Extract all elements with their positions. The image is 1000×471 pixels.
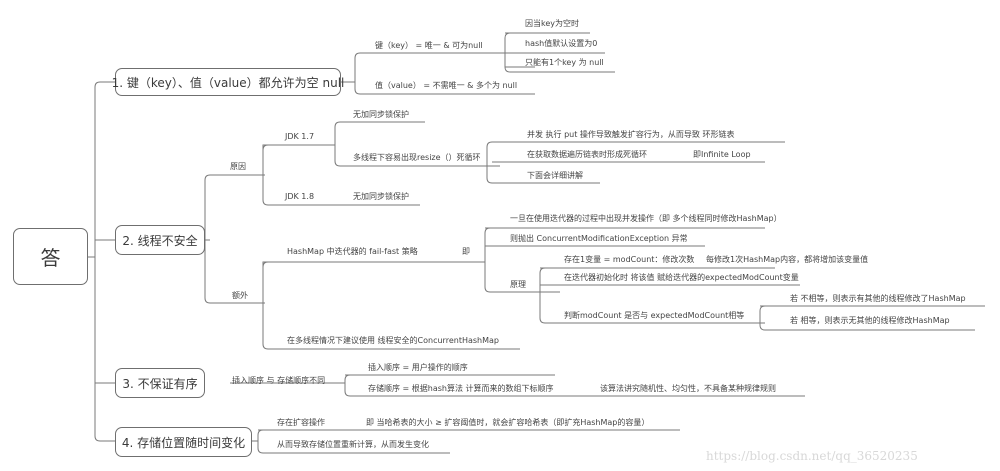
modcount-equal[interactable]: 若 相等，则表示无其他的线程修改HashMap [790,316,950,325]
branch-3-node[interactable]: 3. 不保证有序 [115,368,205,398]
principle-node[interactable]: 原理 [510,280,526,289]
root-label: 答 [40,246,61,270]
watermark: https://blog.csdn.net/qq_36520235 [706,449,918,463]
key-detail-1[interactable]: 因当key为空时 [525,19,580,28]
cause-node[interactable]: 原因 [230,162,246,171]
branch-4-label: 4. 存储位置随时间变化 [121,435,246,450]
key-detail-3[interactable]: 只能有1个key 为 null [525,58,604,67]
branch-1-node[interactable]: 1. 键（key）、值（value）都允许为空 null [112,68,344,96]
branch-2-label: 2. 线程不安全 [122,233,198,248]
principle-detail-1[interactable]: 存在1变量 = modCount：修改次数 [564,255,695,264]
storage-order[interactable]: 存储顺序 = 根据hash算法 计算而来的数组下标顺序 [368,384,554,393]
root-node[interactable]: 答 [13,228,88,285]
resize-op-node[interactable]: 存在扩容操作 [277,418,325,427]
principle-detail-2[interactable]: 在迭代器初始化时 将该值 赋给迭代器的expectedModCount变量 [564,273,799,282]
principle-detail-1-note[interactable]: 每修改1次HashMap内容，都将增加该变量值 [706,255,869,264]
key-detail-2[interactable]: hash值默认设置为0 [525,39,598,48]
jdk17-resize-loop[interactable]: 多线程下容易出现resize（）死循环 [353,153,481,162]
concurrent-hashmap-tip[interactable]: 在多线程情况下建议使用 线程安全的ConcurrentHashMap [287,336,499,345]
resize-detail-1[interactable]: 并发 执行 put 操作导致触发扩容行为，从而导致 环形链表 [527,130,735,139]
fail-fast-detail-1[interactable]: 一旦在使用迭代器的过程中出现并发操作（即 多个线程同时修改HashMap） [510,214,782,223]
modcount-not-equal[interactable]: 若 不相等，则表示有其他的线程修改了HashMap [790,294,966,303]
recompute-node[interactable]: 从而导致存储位置重新计算，从而发生变化 [277,440,429,449]
storage-order-note[interactable]: 该算法讲究随机性、均匀性，不具备某种规律规则 [600,384,776,393]
principle-detail-3[interactable]: 判断modCount 是否与 expectedModCount相等 [564,311,745,320]
jdk17-node[interactable]: JDK 1.7 [285,132,315,141]
branch-4-node[interactable]: 4. 存储位置随时间变化 [115,427,252,457]
branch-2-node[interactable]: 2. 线程不安全 [115,225,205,255]
jdk18-no-lock[interactable]: 无加同步锁保护 [353,192,409,201]
key-node[interactable]: 键（key） = 唯一 & 可为null [375,41,483,50]
extra-node[interactable]: 额外 [232,291,248,300]
fail-fast-connector: 即 [462,247,470,256]
fail-fast-node[interactable]: HashMap 中迭代器的 fail-fast 策略 [287,247,418,256]
insert-order[interactable]: 插入顺序 = 用户操作的顺序 [368,363,468,372]
infinite-loop-note[interactable]: 即Infinite Loop [693,150,751,159]
branch-3-label: 3. 不保证有序 [122,376,198,391]
branch-1-label: 1. 键（key）、值（value）都允许为空 null [111,75,345,90]
resize-detail-3[interactable]: 下面会详细讲解 [527,171,583,180]
resize-detail-2[interactable]: 在获取数据遍历链表时形成死循环 [527,150,647,159]
resize-op-note[interactable]: 即 当哈希表的大小 ≥ 扩容阈值时，就会扩容哈希表（即扩充HashMap的容量） [366,418,650,427]
fail-fast-detail-2[interactable]: 则抛出 ConcurrentModificationException 异常 [510,234,688,243]
order-node[interactable]: 插入顺序 与 存储顺序不同 [232,376,326,385]
jdk17-no-lock[interactable]: 无加同步锁保护 [353,110,409,119]
value-node[interactable]: 值（value） = 不需唯一 & 多个为 null [375,81,518,90]
jdk18-node[interactable]: JDK 1.8 [285,192,315,201]
